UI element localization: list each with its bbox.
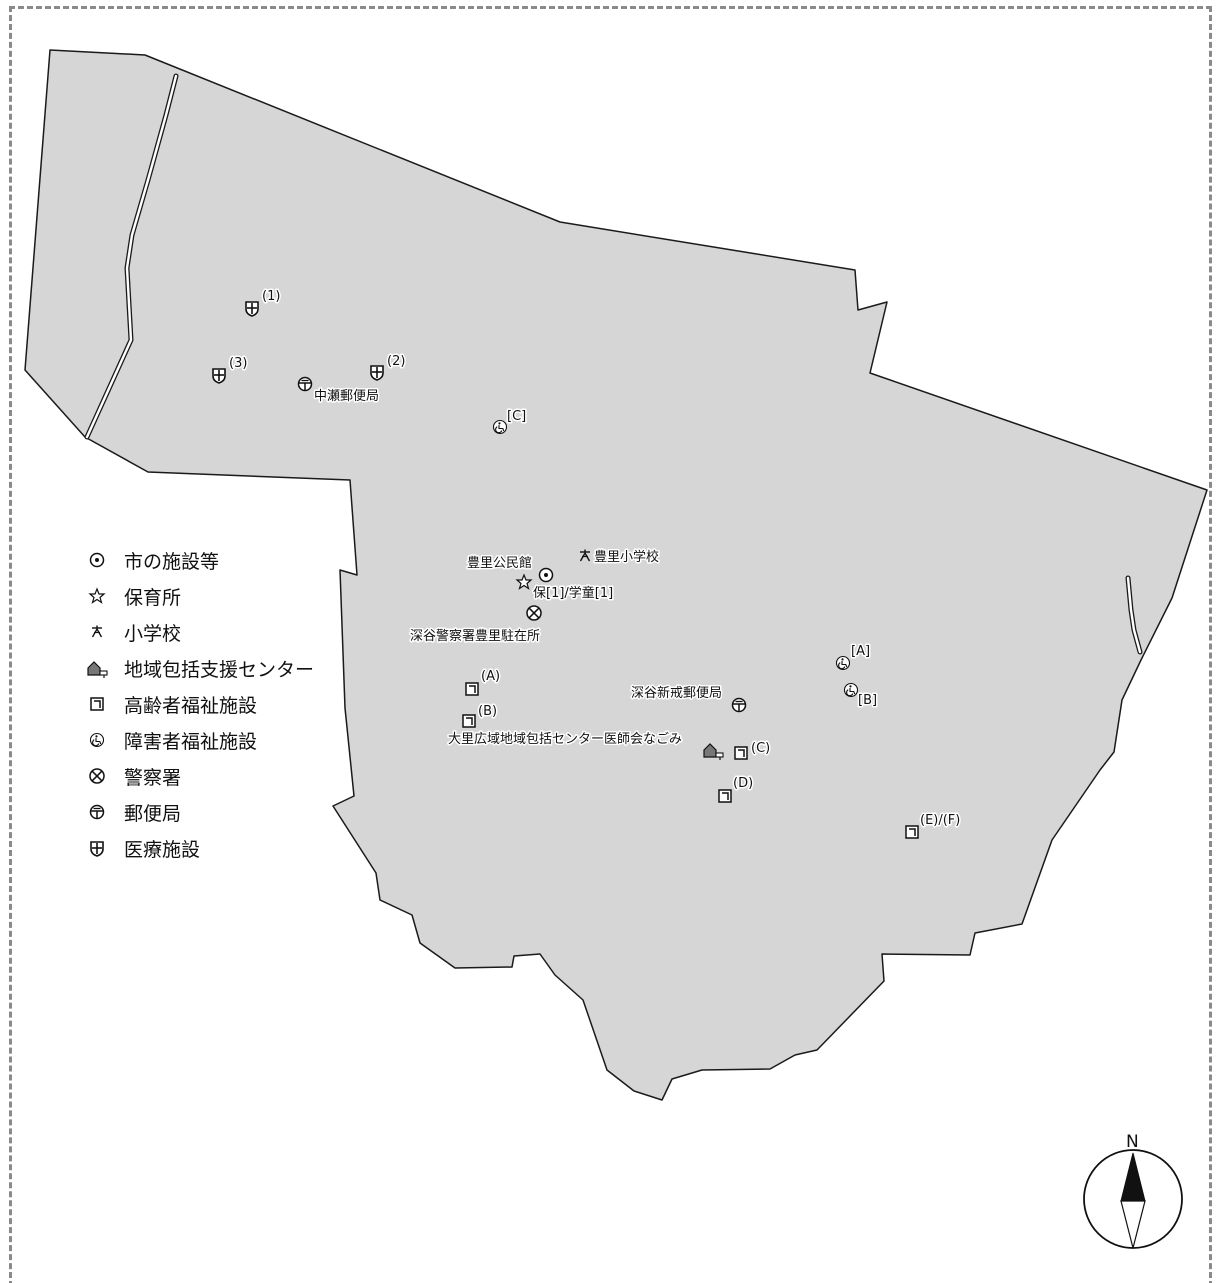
community-support-center-icon — [87, 661, 108, 679]
post-office-icon — [89, 804, 105, 820]
elderly-B-label: (B) — [478, 704, 497, 719]
legend-item: 障害者福祉施設 — [86, 722, 314, 758]
disability-welfare-icon — [89, 732, 105, 748]
medical-2-label: (2) — [387, 354, 405, 369]
post-office-icon[interactable] — [731, 697, 747, 713]
legend-item: 郵便局 — [86, 794, 314, 830]
legend-item: 保育所 — [86, 578, 314, 614]
map-frame — [9, 6, 1212, 1283]
disability-A-label: [A] — [851, 644, 870, 659]
medical-3-label: (3) — [229, 356, 247, 371]
disability-welfare-icon[interactable] — [843, 682, 859, 698]
disability-C-label: [C] — [507, 409, 526, 424]
legend-item: 市の施設等 — [86, 542, 314, 578]
elderly-welfare-icon[interactable] — [465, 682, 479, 696]
elderly-A-label: (A) — [481, 669, 500, 684]
legend-item: 医療施設 — [86, 830, 314, 866]
legend-label: 医療施設 — [124, 838, 201, 861]
disability-welfare-icon[interactable] — [492, 419, 508, 435]
elderly-welfare-icon[interactable] — [462, 714, 476, 728]
city-facility-icon — [89, 552, 105, 568]
elderly-welfare-icon[interactable] — [718, 789, 732, 803]
police-label: 深谷警察署豊里駐在所 — [410, 628, 540, 644]
community-hall-label: 豊里公民館 — [467, 556, 532, 571]
fukaya-post-label: 深谷新戒郵便局 — [631, 685, 722, 701]
police-icon[interactable] — [526, 605, 542, 621]
legend-label: 警察署 — [124, 766, 182, 789]
elderly-D-label: (D) — [733, 776, 753, 791]
medical-icon[interactable] — [212, 368, 226, 384]
legend-item: 高齢者福祉施設 — [86, 686, 314, 722]
legend-label: 地域包括支援センター — [124, 658, 315, 681]
elderly-EF-label: (E)/(F) — [920, 813, 960, 828]
police-icon — [89, 768, 105, 784]
legend-label: 小学校 — [124, 622, 182, 645]
map-legend: 市の施設等 保育所 小学校 地域包括支援センター 高齢者福祉施設 障害者福祉施設… — [86, 542, 314, 866]
disability-B-label: [B] — [858, 693, 877, 708]
city-facility-icon[interactable] — [538, 567, 554, 583]
legend-label: 市の施設等 — [124, 550, 220, 573]
elderly-C-label: (C) — [751, 741, 770, 756]
post-office-icon[interactable] — [297, 376, 313, 392]
nursery-label: 保[1]/学童[1] — [533, 585, 613, 601]
legend-label: 郵便局 — [124, 802, 182, 825]
medical-icon[interactable] — [370, 365, 384, 381]
medical-icon[interactable] — [245, 301, 259, 317]
legend-item: 警察署 — [86, 758, 314, 794]
compass-north-label: N — [1126, 1132, 1139, 1152]
nakase-post-label: 中瀬郵便局 — [314, 389, 379, 404]
school-label: 豊里小学校 — [594, 549, 659, 565]
nursery-icon — [89, 588, 105, 604]
disability-welfare-icon[interactable] — [835, 655, 851, 671]
north-compass: N — [1083, 1132, 1183, 1249]
legend-label: 保育所 — [124, 586, 182, 609]
medical-1-label: (1) — [262, 289, 280, 304]
legend-label: 障害者福祉施設 — [124, 730, 258, 753]
elderly-welfare-icon[interactable] — [734, 746, 748, 760]
elementary-school-icon — [91, 624, 103, 638]
elderly-welfare-icon — [90, 697, 104, 711]
medical-icon — [90, 841, 104, 857]
center-label: 大里広域地域包括センター医師会なごみ — [448, 731, 682, 747]
legend-item: 地域包括支援センター — [86, 650, 314, 686]
elderly-welfare-icon[interactable] — [905, 825, 919, 839]
legend-label: 高齢者福祉施設 — [124, 694, 258, 717]
legend-item: 小学校 — [86, 614, 314, 650]
